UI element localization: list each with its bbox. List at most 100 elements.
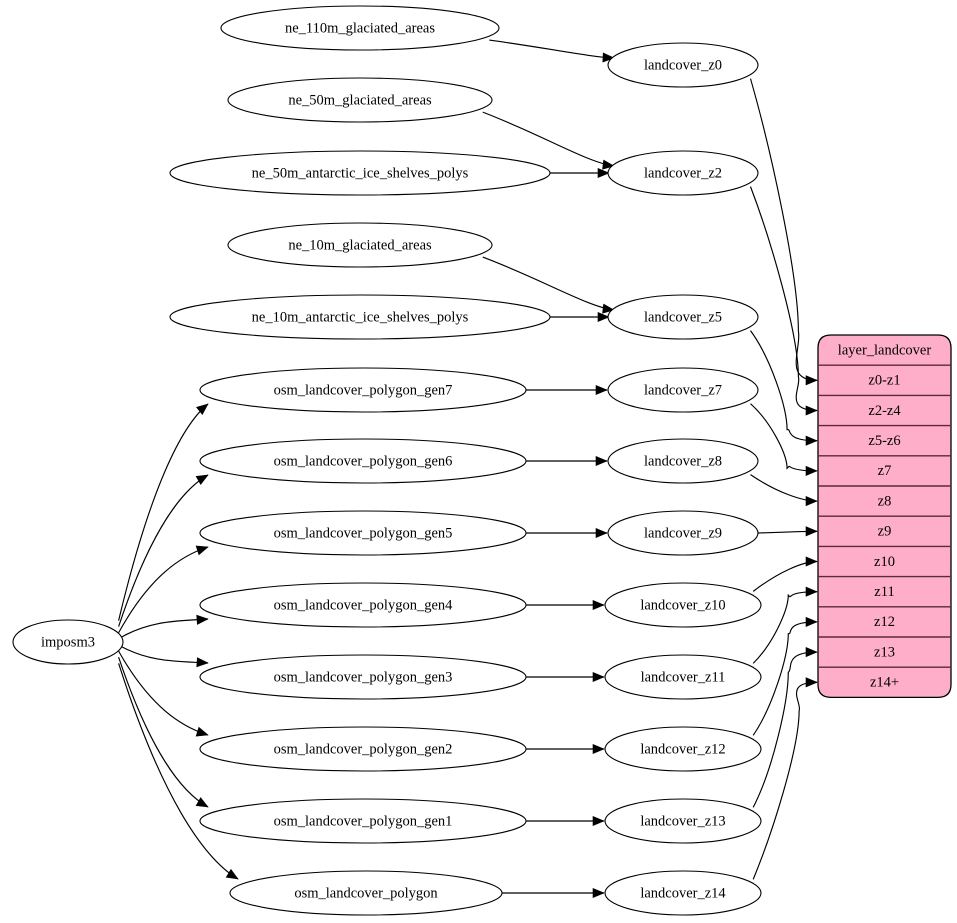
node-ellipse-landcover_z0[interactable] — [607, 42, 759, 88]
edge-path — [118, 663, 239, 880]
table-row-hitbox[interactable] — [818, 426, 951, 456]
table-row-hitbox[interactable] — [818, 456, 951, 486]
node-landcover_z7[interactable]: landcover_z7 — [607, 367, 759, 413]
table-row[interactable]: z10 — [818, 546, 951, 576]
edge-path — [752, 621, 818, 736]
node-osm_landcover_polygon_gen3[interactable]: osm_landcover_polygon_gen3 — [199, 654, 527, 700]
node-osm_landcover_polygon_gen5[interactable]: osm_landcover_polygon_gen5 — [199, 510, 527, 556]
edge-path — [118, 618, 209, 640]
edge-path — [750, 330, 818, 442]
table-row-hitbox[interactable] — [818, 607, 951, 637]
edge-arrowhead — [592, 887, 605, 899]
table-row[interactable]: z12 — [818, 607, 951, 637]
edge-arrowhead — [805, 586, 818, 597]
edge-path — [118, 474, 209, 627]
node-ellipse-landcover_z12[interactable] — [604, 726, 762, 772]
edge-arrowhead — [597, 311, 610, 323]
node-ne_10m_antarctic_ice_shelves_polys[interactable]: ne_10m_antarctic_ice_shelves_polys — [169, 294, 551, 340]
node-landcover_z14[interactable]: landcover_z14 — [604, 870, 762, 916]
node-ne_50m_glaciated_areas[interactable]: ne_50m_glaciated_areas — [227, 77, 493, 123]
node-osm_landcover_polygon_gen7[interactable]: osm_landcover_polygon_gen7 — [199, 367, 527, 413]
node-osm_landcover_polygon_gen4[interactable]: osm_landcover_polygon_gen4 — [199, 582, 527, 628]
node-osm_landcover_polygon_gen1[interactable]: osm_landcover_polygon_gen1 — [199, 798, 527, 844]
table-row[interactable]: z2-z4 — [818, 395, 951, 425]
table-row-hitbox[interactable] — [818, 577, 951, 607]
node-ellipse-landcover_z13[interactable] — [604, 798, 762, 844]
node-ellipse-osm_landcover_polygon_gen6[interactable] — [199, 438, 527, 484]
node-ne_110m_glaciated_areas[interactable]: ne_110m_glaciated_areas — [220, 5, 500, 51]
node-ellipse-landcover_z7[interactable] — [607, 367, 759, 413]
edges-layer — [118, 39, 818, 899]
node-ellipse-ne_10m_glaciated_areas[interactable] — [227, 222, 493, 268]
node-ellipse-landcover_z8[interactable] — [607, 438, 759, 484]
layer-landcover-table[interactable]: layer_landcoverz0-z1z2-z4z5-z6z7z8z9z10z… — [817, 334, 952, 699]
edge-arrowhead — [196, 614, 209, 625]
edge-arrowhead — [602, 52, 615, 63]
node-ellipse-osm_landcover_polygon_gen5[interactable] — [199, 510, 527, 556]
node-landcover_z0[interactable]: landcover_z0 — [607, 42, 759, 88]
edge-arrowhead — [196, 403, 209, 416]
edge-arrowhead — [592, 671, 605, 683]
node-landcover_z12[interactable]: landcover_z12 — [604, 726, 762, 772]
edge-path — [489, 39, 615, 59]
node-ellipse-osm_landcover_polygon_gen7[interactable] — [199, 367, 527, 413]
node-ellipse-osm_landcover_polygon_gen2[interactable] — [199, 726, 527, 772]
node-ellipse-osm_landcover_polygon_gen4[interactable] — [199, 582, 527, 628]
node-ne_50m_antarctic_ice_shelves_polys[interactable]: ne_50m_antarctic_ice_shelves_polys — [169, 150, 551, 196]
edge-arrowhead — [195, 726, 209, 737]
table-row[interactable]: z8 — [818, 486, 951, 516]
table-row-hitbox[interactable] — [818, 667, 951, 697]
table-row[interactable]: z11 — [818, 577, 951, 607]
edge-arrowhead — [602, 159, 615, 170]
edge-arrowhead — [195, 797, 209, 808]
node-ellipse-landcover_z14[interactable] — [604, 870, 762, 916]
table-row[interactable]: z5-z6 — [818, 426, 951, 456]
node-ellipse-landcover_z11[interactable] — [604, 654, 762, 700]
table-row-hitbox[interactable] — [818, 516, 951, 546]
table-row-hitbox[interactable] — [818, 546, 951, 576]
edge-arrowhead — [805, 526, 818, 537]
node-ellipse-landcover_z10[interactable] — [604, 582, 762, 628]
table-row[interactable]: z7 — [818, 456, 951, 486]
node-ellipse-ne_10m_antarctic_ice_shelves_polys[interactable] — [169, 294, 551, 340]
node-ellipse-ne_50m_glaciated_areas[interactable] — [227, 77, 493, 123]
table-row-hitbox[interactable] — [818, 395, 951, 425]
edge-arrowhead — [805, 556, 818, 567]
node-ellipse-landcover_z9[interactable] — [607, 510, 759, 556]
edge-arrowhead — [595, 455, 608, 467]
node-ellipse-osm_landcover_polygon_gen3[interactable] — [199, 654, 527, 700]
node-ellipse-ne_50m_antarctic_ice_shelves_polys[interactable] — [169, 150, 551, 196]
node-osm_landcover_polygon_gen2[interactable]: osm_landcover_polygon_gen2 — [199, 726, 527, 772]
table-row-hitbox[interactable] — [818, 637, 951, 667]
table-row-hitbox[interactable] — [818, 365, 951, 395]
edge-arrowhead — [592, 743, 605, 755]
node-landcover_z10[interactable]: landcover_z10 — [604, 582, 762, 628]
node-landcover_z9[interactable]: landcover_z9 — [607, 510, 759, 556]
node-landcover_z2[interactable]: landcover_z2 — [607, 150, 759, 196]
node-landcover_z5[interactable]: landcover_z5 — [607, 294, 759, 340]
node-ellipse-landcover_z2[interactable] — [607, 150, 759, 196]
node-osm_landcover_polygon_gen6[interactable]: osm_landcover_polygon_gen6 — [199, 438, 527, 484]
node-ellipse-osm_landcover_polygon[interactable] — [229, 870, 503, 916]
table-row-hitbox[interactable] — [818, 486, 951, 516]
node-ellipse-landcover_z5[interactable] — [607, 294, 759, 340]
node-landcover_z8[interactable]: landcover_z8 — [607, 438, 759, 484]
edge-arrowhead — [805, 647, 818, 658]
node-landcover_z11[interactable]: landcover_z11 — [604, 654, 762, 700]
node-ne_10m_glaciated_areas[interactable]: ne_10m_glaciated_areas — [227, 222, 493, 268]
edge-arrowhead — [225, 868, 239, 880]
table-row[interactable]: z0-z1 — [818, 365, 951, 395]
table-row[interactable]: z14+ — [818, 667, 951, 697]
table-row[interactable]: z13 — [818, 637, 951, 667]
table-row[interactable]: z9 — [818, 516, 951, 546]
edge-arrowhead — [805, 375, 818, 386]
node-landcover_z13[interactable]: landcover_z13 — [604, 798, 762, 844]
node-ellipse-osm_landcover_polygon_gen1[interactable] — [199, 798, 527, 844]
node-ellipse-imposm3[interactable] — [12, 619, 124, 665]
node-ellipse-ne_110m_glaciated_areas[interactable] — [220, 5, 500, 51]
nodes-layer: imposm3 ne_110m_glaciated_areas ne_50m_gla… — [12, 5, 762, 916]
edge-arrowhead — [196, 657, 209, 668]
node-osm_landcover_polygon[interactable]: osm_landcover_polygon — [229, 870, 503, 916]
node-imposm3[interactable]: imposm3 — [12, 619, 124, 665]
